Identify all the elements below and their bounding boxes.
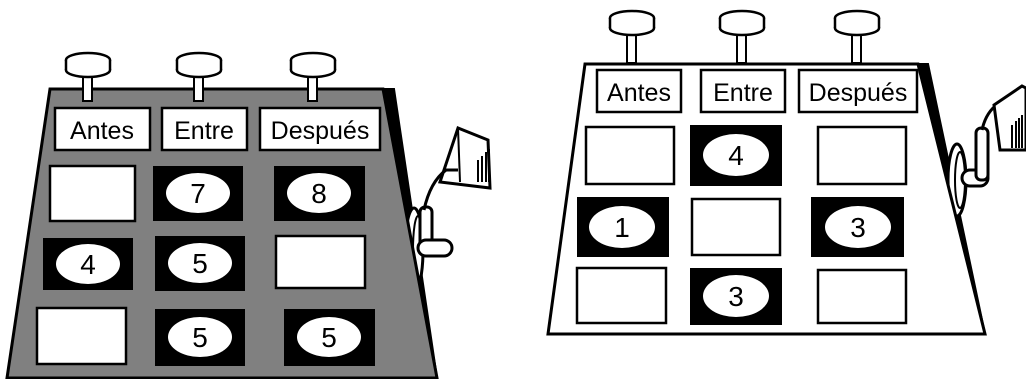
header-right-antes: Antes xyxy=(595,68,683,114)
svg-text:3: 3 xyxy=(850,212,866,243)
crank-right xyxy=(946,84,1026,218)
machine-left-body xyxy=(5,87,439,379)
cell-left-r1-c2: 7 xyxy=(153,166,243,221)
svg-text:4: 4 xyxy=(80,249,96,280)
svg-text:5: 5 xyxy=(192,248,208,279)
svg-text:4: 4 xyxy=(728,140,744,171)
svg-text:8: 8 xyxy=(311,178,327,209)
svg-text:Antes: Antes xyxy=(70,117,134,145)
cell-right-r2-c1: 1 xyxy=(577,197,669,257)
svg-text:Después: Después xyxy=(809,79,908,107)
cell-right-r3-c3 xyxy=(816,268,908,325)
svg-text:5: 5 xyxy=(192,322,208,353)
header-left-despues: Después xyxy=(258,106,382,152)
cell-right-r1-c1 xyxy=(584,125,676,186)
knob-right-1 xyxy=(608,9,656,64)
header-right-entre: Entre xyxy=(699,68,787,114)
cell-left-r3-c3: 5 xyxy=(284,309,375,366)
svg-text:1: 1 xyxy=(614,212,630,243)
machine-left: Antes Entre Después 7 8 4 xyxy=(5,51,492,379)
cell-left-r1-c3: 8 xyxy=(274,166,365,221)
knob-left-2 xyxy=(175,51,223,102)
cell-left-r2-c1: 4 xyxy=(43,238,133,290)
svg-text:5: 5 xyxy=(321,322,337,353)
header-right-despues: Después xyxy=(797,68,919,114)
knob-left-3 xyxy=(289,51,337,102)
svg-text:Entre: Entre xyxy=(174,117,234,145)
cell-right-r2-c3: 3 xyxy=(811,197,904,257)
cell-right-r3-c1 xyxy=(575,266,668,325)
knob-left-1 xyxy=(64,51,112,102)
cell-right-r1-c3 xyxy=(816,125,908,186)
cell-left-r2-c3 xyxy=(274,234,367,290)
cell-right-r2-c2 xyxy=(690,197,782,257)
cell-right-r3-c2: 3 xyxy=(690,268,782,325)
header-left-entre: Entre xyxy=(160,106,249,152)
svg-text:3: 3 xyxy=(728,281,744,312)
cell-left-r2-c2: 5 xyxy=(155,236,245,291)
svg-text:7: 7 xyxy=(190,178,206,209)
header-left-antes: Antes xyxy=(53,106,152,152)
cell-left-r1-c1 xyxy=(48,164,137,223)
machine-right: Antes Entre Después 4 1 3 xyxy=(546,9,1026,336)
svg-text:Después: Después xyxy=(271,117,370,145)
knob-right-2 xyxy=(718,9,766,64)
knob-right-3 xyxy=(833,9,881,64)
cell-left-r3-c2: 5 xyxy=(155,309,245,366)
svg-text:Entre: Entre xyxy=(713,79,773,107)
svg-text:Antes: Antes xyxy=(607,79,671,107)
cell-left-r3-c1 xyxy=(35,306,128,366)
cell-right-r1-c2: 4 xyxy=(690,125,782,186)
